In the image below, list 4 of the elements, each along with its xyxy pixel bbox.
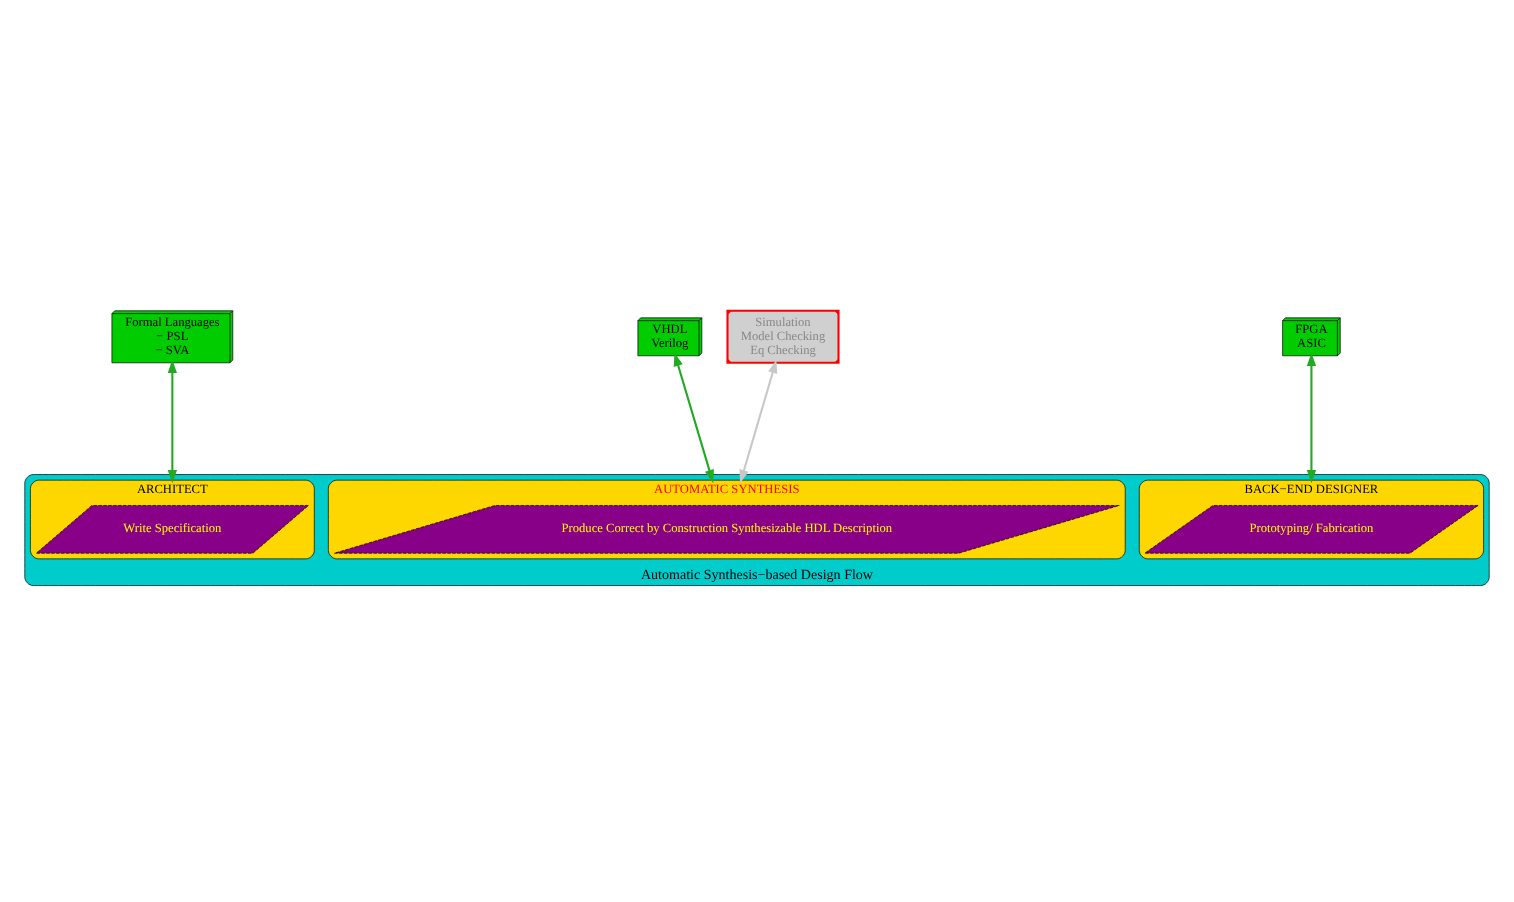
arrow [167,359,178,484]
arrow [739,359,778,484]
arrow [1306,352,1317,484]
arrow [673,352,714,484]
